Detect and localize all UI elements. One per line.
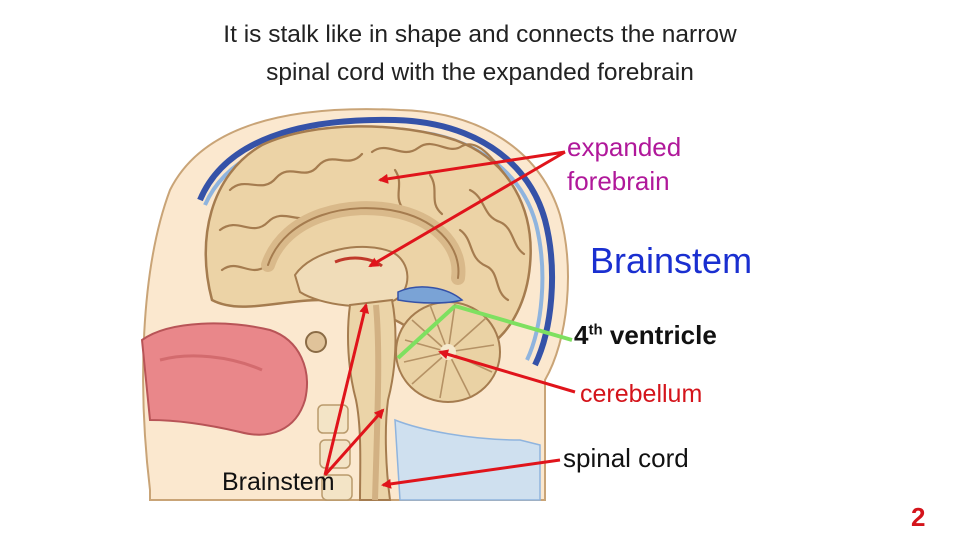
label-forebrain-line-2: forebrain bbox=[567, 166, 670, 196]
brainstem-band bbox=[372, 304, 382, 501]
annotation-arrows bbox=[323, 150, 576, 489]
arrow-ventricle bbox=[454, 304, 573, 342]
label-expanded-forebrain: expanded forebrain bbox=[567, 130, 681, 198]
nasal-pharynx-region bbox=[140, 322, 308, 436]
label-ventricle-word: ventricle bbox=[602, 320, 717, 350]
label-cerebellum: cerebellum bbox=[580, 380, 703, 408]
label-brainstem-left: Brainstem bbox=[222, 468, 335, 496]
label-ventricle-suffix: th bbox=[588, 321, 603, 339]
slide-title: It is stalk like in shape and connects t… bbox=[0, 16, 960, 92]
dura-membrane bbox=[197, 116, 556, 367]
label-ventricle-number: 4 bbox=[574, 320, 589, 350]
arrow-forebrain-lower bbox=[368, 150, 566, 268]
arrow-ventricle-end bbox=[396, 304, 457, 360]
label-forebrain-line-1: expanded bbox=[567, 132, 682, 162]
arrow-brainstem-lower bbox=[323, 408, 385, 476]
arrow-forebrain-upper bbox=[378, 150, 566, 184]
fourth-ventricle bbox=[397, 286, 464, 304]
title-line-2: spinal cord with the expanded forebrain bbox=[266, 59, 694, 86]
label-spinal-cord: spinal cord bbox=[563, 443, 689, 473]
title-line-1: It is stalk like in shape and connects t… bbox=[223, 21, 737, 48]
pituitary bbox=[305, 331, 327, 353]
spinal-canal bbox=[394, 418, 541, 501]
label-fourth-ventricle: 4th ventricle bbox=[574, 320, 717, 351]
cerebellum bbox=[395, 301, 501, 403]
brainstem bbox=[347, 298, 397, 501]
arrow-cerebellum bbox=[438, 349, 576, 394]
label-brainstem-right: Brainstem bbox=[590, 240, 753, 281]
arrow-spinal-cord bbox=[381, 458, 561, 489]
arrow-brainstem-upper bbox=[323, 303, 369, 476]
page-number: 2 bbox=[911, 502, 926, 532]
